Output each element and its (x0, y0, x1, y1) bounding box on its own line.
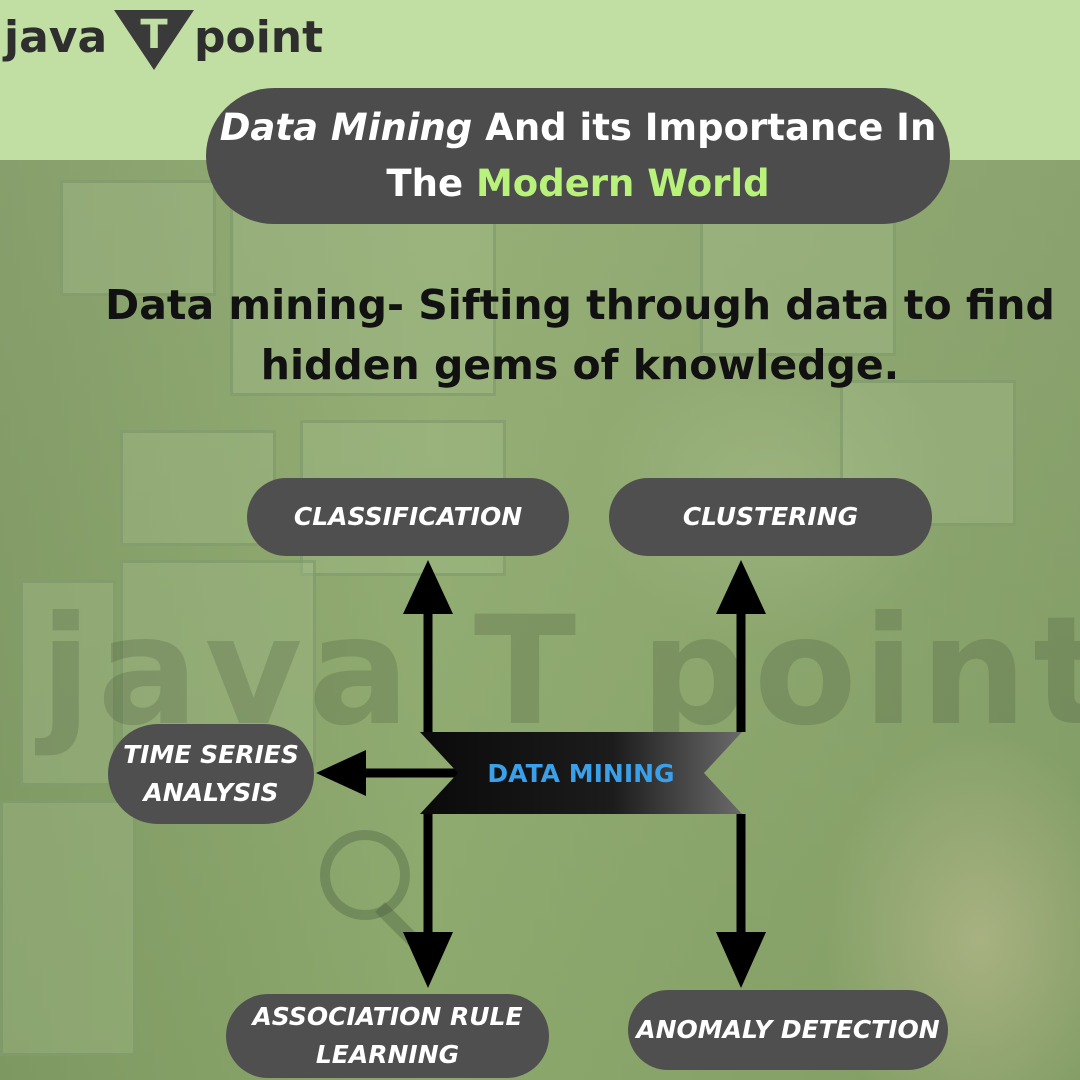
center-node-data-mining: DATA MINING (487, 758, 675, 788)
background-panel (20, 580, 116, 786)
background-panel (60, 180, 216, 296)
node-classification: CLASSIFICATION (247, 478, 569, 556)
brand-logo: java T point (4, 6, 324, 76)
node-clustering: CLUSTERING (609, 478, 932, 556)
arrowhead-classification (403, 560, 453, 614)
node-time-series-line1: TIME SERIES (123, 740, 299, 769)
arrowhead-time-series (316, 750, 366, 796)
background-panel (0, 800, 136, 1056)
logo-java-text: java (4, 12, 108, 63)
logo-point-text: point (194, 12, 324, 63)
arrowhead-clustering (716, 560, 766, 614)
center-banner-shape (420, 732, 742, 814)
title-highlight: Modern World (475, 162, 770, 205)
title-line-2: The Modern World (386, 156, 769, 212)
title-prefix: The (386, 162, 476, 205)
logo-t-letter: T (140, 12, 168, 58)
node-time-series-line2: ANALYSIS (143, 778, 279, 807)
logo-t-mark: T (114, 10, 194, 70)
node-association-line2: LEARNING (315, 1040, 460, 1069)
title-line-1: Data Mining And its Importance In (220, 100, 937, 156)
node-time-series-analysis: TIME SERIES ANALYSIS (108, 724, 314, 824)
subtitle-text: Data mining- Sifting through data to fin… (105, 281, 1055, 389)
node-association-rule-learning: ASSOCIATION RULE LEARNING (226, 994, 549, 1078)
node-association-line1: ASSOCIATION RULE (252, 1002, 523, 1031)
title-pill: Data Mining And its Importance In The Mo… (206, 88, 950, 224)
title-italic: Data Mining (219, 106, 473, 149)
background-photo (0, 160, 1080, 1080)
arrowhead-association (403, 932, 453, 988)
title-rest: And its Importance In (472, 106, 937, 149)
node-anomaly-detection: ANOMALY DETECTION (628, 990, 948, 1070)
arrowhead-anomaly (716, 932, 766, 988)
magnifier-icon (320, 830, 410, 920)
